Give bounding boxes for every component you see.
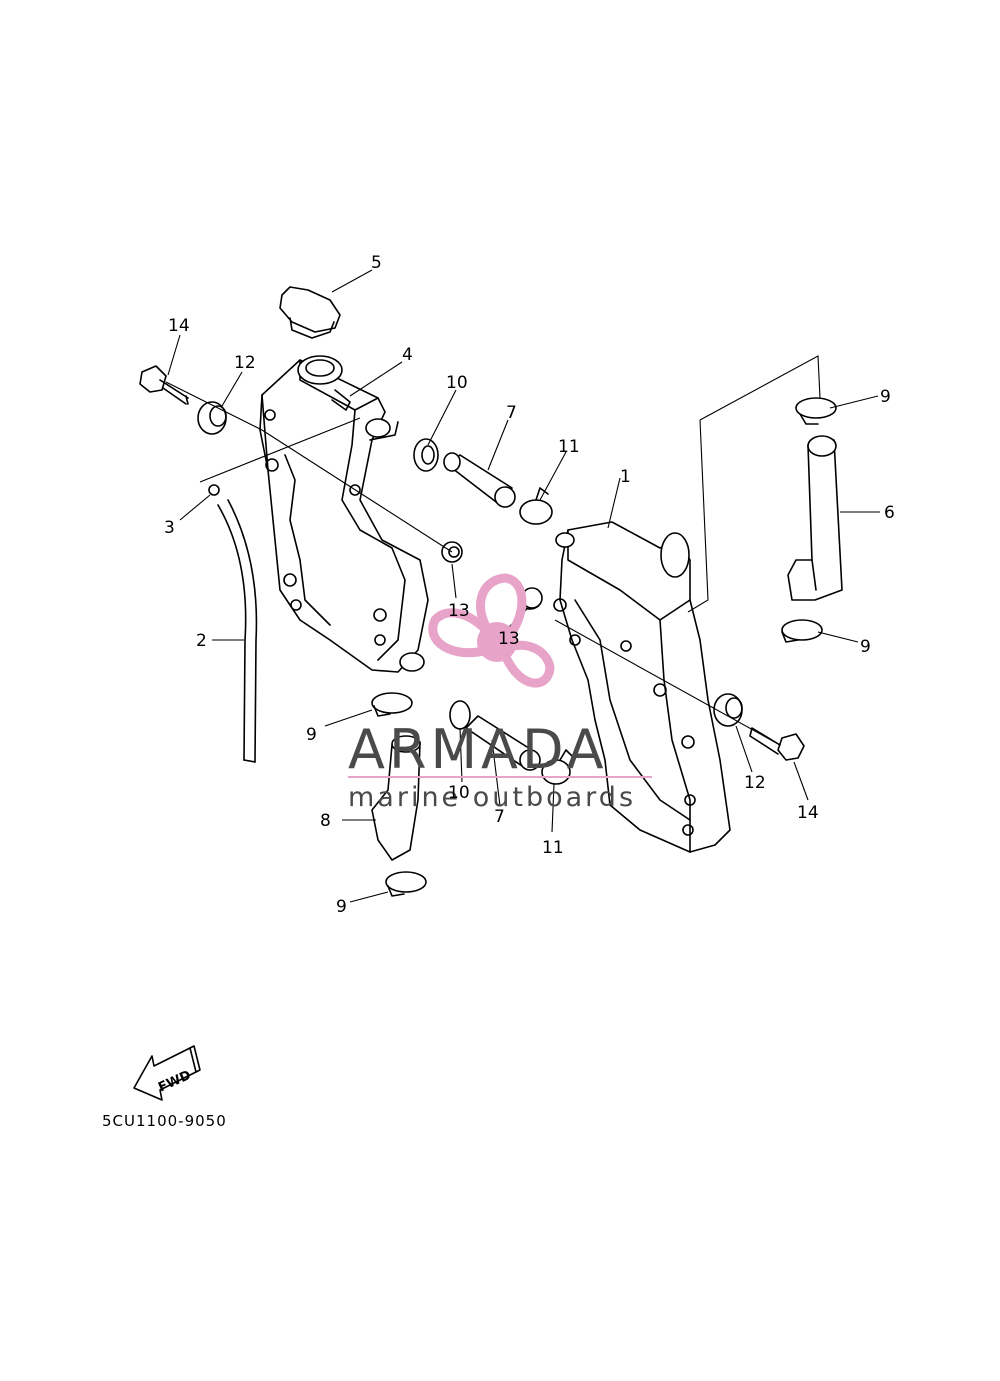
callout-12-left: 12 (234, 353, 256, 373)
leader-lines (165, 269, 880, 903)
callout-14-right: 14 (797, 803, 819, 823)
callout-2: 2 (196, 631, 207, 651)
clamp-upper-right (795, 397, 837, 425)
left-radiator (259, 355, 429, 673)
clamp-10-upper (413, 438, 439, 472)
armada-watermark: ARMADA marine outboards (348, 573, 652, 813)
callout-7-lower: 7 (494, 807, 505, 827)
callout-5: 5 (371, 253, 382, 273)
callout-9-left-upper: 9 (306, 725, 317, 745)
right-radiator (518, 521, 731, 853)
callout-labels: 1 2 3 4 5 6 7 7 8 9 9 9 9 10 10 11 11 12… (164, 253, 895, 917)
clamp-left-lower (385, 871, 427, 897)
callout-13-right: 13 (498, 629, 520, 649)
callout-1: 1 (620, 467, 631, 487)
bolt-right (749, 727, 805, 761)
breather-hose (217, 499, 258, 763)
part-code: 5CU1100-9050 (102, 1112, 227, 1130)
callout-6: 6 (884, 503, 895, 523)
callout-9-lower-right: 9 (860, 637, 871, 657)
callout-8: 8 (320, 811, 331, 831)
callout-3: 3 (164, 518, 175, 538)
clip (208, 484, 220, 496)
callout-11-upper: 11 (558, 437, 580, 457)
callout-11-lower: 11 (542, 838, 564, 858)
callout-13-left: 13 (448, 601, 470, 621)
watermark-brand: ARMADA (348, 718, 608, 781)
callout-7-upper: 7 (506, 403, 517, 423)
hose-lower (465, 715, 541, 771)
propeller-logo (428, 573, 555, 688)
callout-10-lower: 10 (448, 783, 470, 803)
clamp-left-upper (371, 692, 413, 717)
callout-14-left: 14 (168, 316, 190, 336)
watermark-tagline: marine outboards (348, 782, 636, 813)
hose-upper (443, 452, 516, 508)
hose-8 (371, 735, 421, 861)
hose-6 (787, 435, 843, 601)
bolt-left (139, 365, 189, 405)
fwd-arrow: FWD (133, 1045, 201, 1101)
callout-9-left-lower: 9 (336, 897, 347, 917)
callout-4: 4 (402, 345, 413, 365)
callout-9-upper-right: 9 (880, 387, 891, 407)
callout-12-right: 12 (744, 773, 766, 793)
callout-10-upper: 10 (446, 373, 468, 393)
clamp-lower-right (781, 619, 823, 643)
grommet-left (197, 401, 227, 435)
grommet-right (713, 693, 743, 727)
clamp-11-upper (519, 487, 553, 525)
radiator-cap (279, 286, 341, 339)
